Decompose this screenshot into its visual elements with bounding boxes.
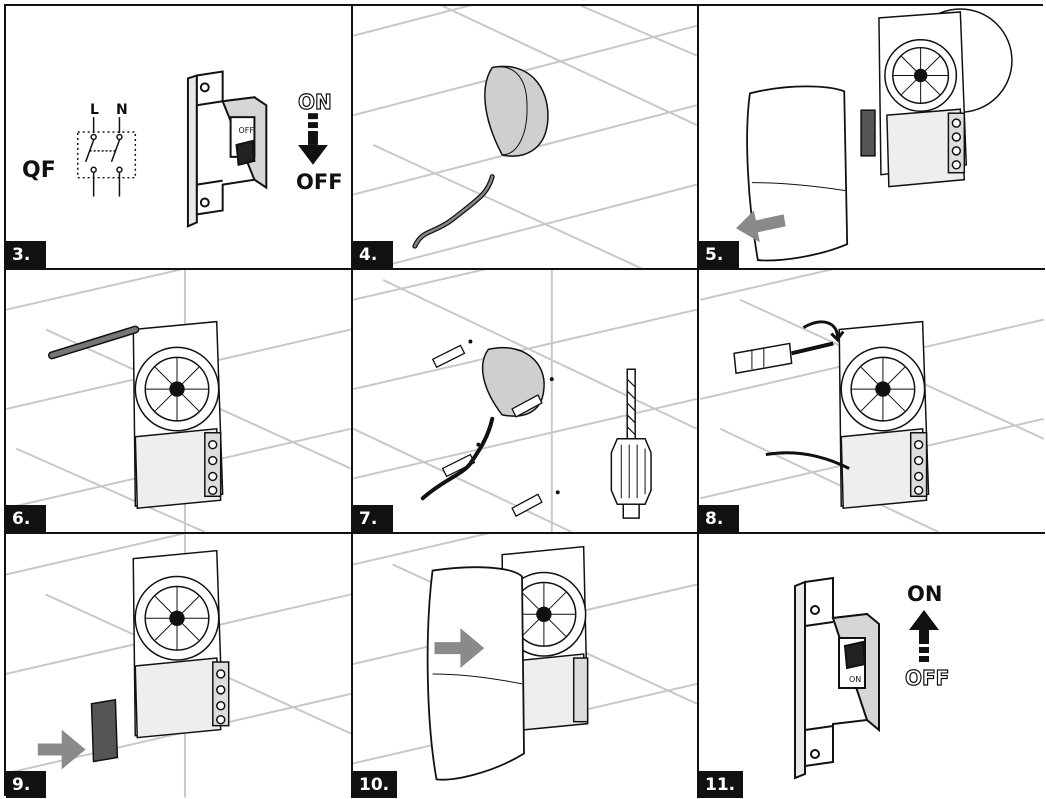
off-label: OFF <box>905 666 949 690</box>
step-number-3: 3. <box>6 241 46 268</box>
step-number-11: 11. <box>699 771 743 798</box>
step-number-8: 8. <box>699 505 739 532</box>
arrow-down-icon <box>298 113 328 165</box>
attach-front-cover-illustration <box>353 534 697 798</box>
on-label: ON <box>298 90 332 114</box>
step-11-panel: ON ON OFF 11. <box>699 534 1045 798</box>
n-label: N <box>116 102 128 118</box>
wall-hole-icon <box>485 66 548 156</box>
mark-holes-illustration <box>6 270 351 532</box>
step-number-9: 9. <box>6 771 46 798</box>
drill-holes-illustration <box>353 270 697 532</box>
step-number-10: 10. <box>353 771 397 798</box>
step-number-6: 6. <box>6 505 46 532</box>
on-label: ON <box>907 582 942 606</box>
terminal-cover-icon <box>92 700 118 762</box>
step-9-panel: 9. <box>6 534 353 798</box>
remove-cover-illustration <box>699 6 1045 268</box>
instruction-grid: OFF QF L N ON OFF 3. <box>4 4 1043 796</box>
l-label: L <box>90 102 99 118</box>
step-3-panel: OFF QF L N ON OFF 3. <box>6 6 353 270</box>
fix-unit-illustration <box>699 270 1045 532</box>
step-4-panel: 4. <box>353 6 699 270</box>
switch-label: ON <box>849 675 861 684</box>
step-number-5: 5. <box>699 241 739 268</box>
step-7-panel: 7. <box>353 270 699 534</box>
wall-hole-illustration <box>353 6 697 268</box>
switch-schematic-icon <box>78 117 136 196</box>
breaker-off-illustration: OFF <box>6 6 351 268</box>
attach-terminal-cover-illustration <box>6 534 351 798</box>
step-number-7: 7. <box>353 505 393 532</box>
cable-icon <box>415 177 492 246</box>
terminal-cover-icon <box>861 110 875 156</box>
circuit-breaker-icon <box>188 72 266 227</box>
front-cover-icon <box>428 567 524 779</box>
fan-unit-icon <box>133 322 222 509</box>
switch-label: OFF <box>239 126 255 135</box>
screwdriver-icon <box>734 343 833 373</box>
off-label: OFF <box>296 170 343 194</box>
step-8-panel: 8. <box>699 270 1045 534</box>
step-5-panel: 5. <box>699 6 1045 270</box>
step-6-panel: 6. <box>6 270 353 534</box>
fan-unit-icon <box>839 322 928 509</box>
step-10-panel: 10. <box>353 534 699 798</box>
step-number-4: 4. <box>353 241 393 268</box>
circuit-breaker-icon <box>795 578 879 778</box>
breaker-on-illustration: ON <box>699 534 1045 798</box>
fan-unit-icon <box>879 12 966 187</box>
front-cover-icon <box>747 86 847 260</box>
fan-unit-icon <box>133 551 228 738</box>
arrow-up-icon <box>909 610 939 662</box>
cable-icon <box>423 419 492 498</box>
qf-label: QF <box>22 158 56 183</box>
